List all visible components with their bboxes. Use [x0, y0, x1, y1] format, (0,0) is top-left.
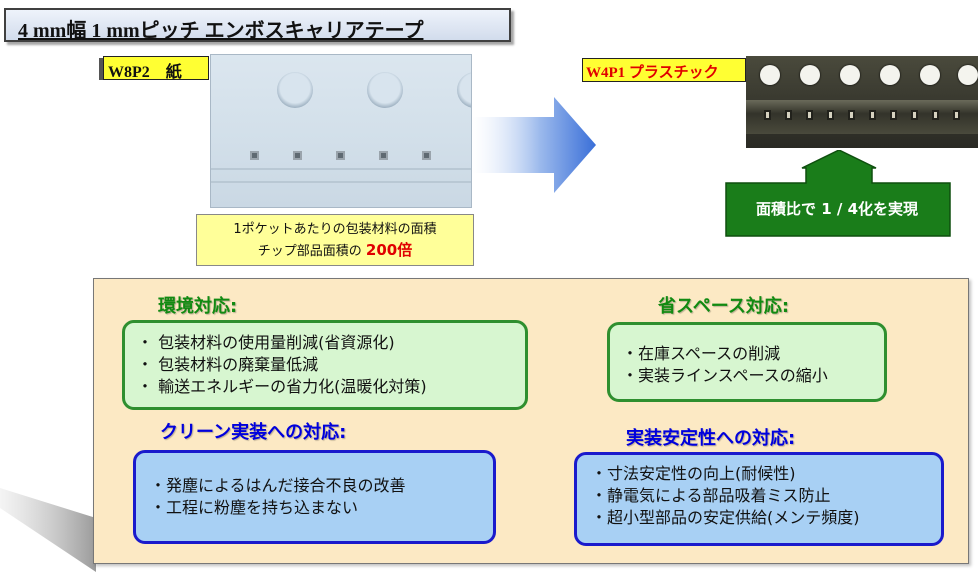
- sprocket-hole: [800, 65, 820, 85]
- paper-tape-note: 1ポケットあたりの包装材料の面積 チップ部品面積の 200倍: [196, 214, 474, 266]
- chip-component: [911, 110, 918, 120]
- chip-component: [379, 151, 388, 160]
- tape-edge-line: [211, 181, 471, 183]
- mounting-stability-item: ・静電気による部品吸着ミス防止: [591, 486, 831, 505]
- sprocket-hole: [920, 65, 940, 85]
- plastic-tape-photo: [746, 56, 978, 148]
- mounting-stability-item: ・超小型部品の安定供給(メンテ頻度): [591, 508, 860, 527]
- chip-component: [764, 110, 771, 120]
- clean-mounting-box: ・発塵によるはんだ接合不良の改善 ・工程に粉塵を持ち込まない: [133, 450, 496, 544]
- chip-component: [293, 151, 302, 160]
- sprocket-hole: [760, 65, 780, 85]
- environment-item: ・ 包装材料の廃棄量低減: [137, 355, 319, 374]
- chip-component: [422, 151, 431, 160]
- chip-component: [932, 110, 939, 120]
- environment-item: ・ 輸送エネルギーの省力化(温暖化対策): [137, 377, 427, 396]
- paper-tape-photo: [210, 54, 472, 208]
- clean-mounting-item: ・工程に粉塵を持ち込まない: [150, 498, 359, 517]
- mounting-stability-item: ・寸法安定性の向上(耐候性): [591, 464, 796, 483]
- chip-component: [827, 110, 834, 120]
- up-arrow-icon: [725, 150, 951, 237]
- tag-shadow: [99, 58, 105, 80]
- mounting-stability-box: ・寸法安定性の向上(耐候性) ・静電気による部品吸着ミス防止 ・超小型部品の安定…: [574, 452, 944, 546]
- clean-mounting-item: ・発塵によるはんだ接合不良の改善: [150, 476, 406, 495]
- note-line-2-prefix: チップ部品面積の: [257, 244, 362, 259]
- chip-component: [953, 110, 960, 120]
- chip-component: [250, 151, 259, 160]
- area-ratio-result: 面積比で 1 / 4化を実現: [755, 200, 919, 218]
- paper-tape-tag: W8P2 紙: [103, 56, 209, 81]
- chip-component: [785, 110, 792, 120]
- chip-component: [890, 110, 897, 120]
- area-ratio-value: 200倍: [365, 241, 413, 259]
- space-saving-item: ・実装ラインスペースの縮小: [622, 366, 828, 385]
- chip-component: [336, 151, 345, 160]
- embossed-pocket-strip: [746, 100, 978, 134]
- sprocket-hole: [277, 72, 313, 108]
- note-line-2: チップ部品面積の 200倍: [197, 240, 473, 262]
- environment-box: ・ 包装材料の使用量削減(省資源化) ・ 包装材料の廃棄量低減 ・ 輸送エネルギ…: [122, 320, 528, 410]
- sprocket-hole: [840, 65, 860, 85]
- note-line-1: 1ポケットあたりの包装材料の面積: [233, 222, 437, 237]
- sprocket-hole: [367, 72, 403, 108]
- chip-component: [869, 110, 876, 120]
- sprocket-hole: [958, 65, 978, 85]
- right-arrow-icon: [472, 97, 596, 193]
- space-saving-item: ・在庫スペースの削減: [622, 344, 781, 363]
- space-saving-box: ・在庫スペースの削減 ・実装ラインスペースの縮小: [607, 322, 887, 402]
- page-title: 4 mm幅 1 mmピッチ エンボスキャリアテープ: [4, 8, 511, 42]
- chip-component: [848, 110, 855, 120]
- environment-item: ・ 包装材料の使用量削減(省資源化): [137, 333, 395, 352]
- plastic-tape-tag: W4P1 プラスチック: [582, 58, 746, 82]
- clean-mounting-heading: クリーン実装への対応:: [160, 422, 347, 443]
- chip-component: [806, 110, 813, 120]
- mounting-stability-heading: 実装安定性への対応:: [626, 428, 796, 449]
- sprocket-hole: [880, 65, 900, 85]
- decorative-shadow: [0, 488, 96, 572]
- environment-heading: 環境対応:: [158, 296, 238, 317]
- sprocket-hole: [457, 72, 471, 108]
- space-saving-heading: 省スペース対応:: [658, 296, 790, 317]
- tape-edge-line: [211, 168, 471, 170]
